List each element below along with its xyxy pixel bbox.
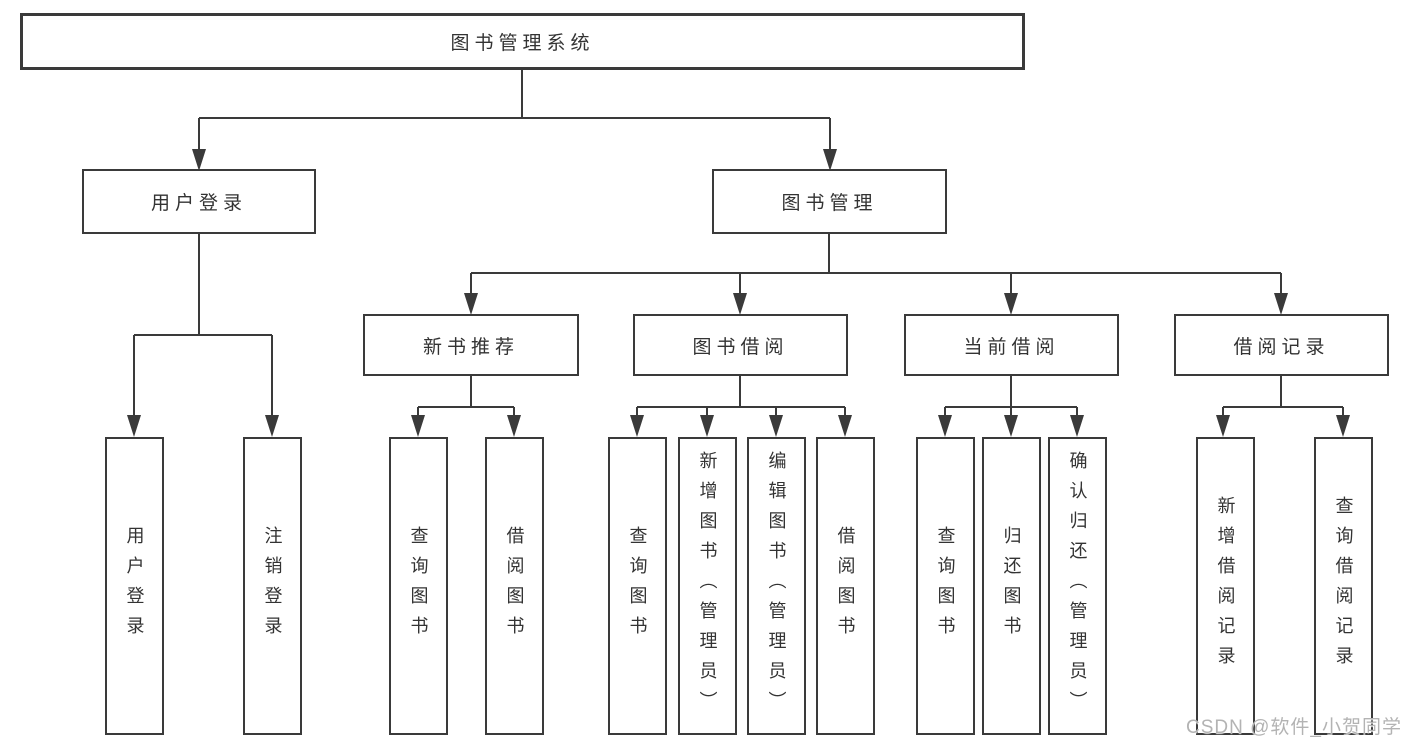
tree-edges [133, 69, 1344, 417]
leaf-recommend-borrow-books: 借阅图书 [485, 437, 544, 735]
leaf-borrowing-edit-book-admin-label: 编辑图书（管理员） [766, 451, 787, 721]
leaf-recommend-query-books: 查询图书 [389, 437, 448, 735]
leaf-recommend-query-books-label: 查询图书 [408, 526, 429, 646]
leaf-borrowing-borrow-books-label: 借阅图书 [835, 526, 856, 646]
node-user-login: 用户登录 [82, 169, 316, 234]
leaf-borrowing-borrow-books: 借阅图书 [816, 437, 875, 735]
leaf-records-add-borrow-record-label: 新增借阅记录 [1215, 496, 1236, 676]
leaf-logout-login-label: 注销登录 [262, 526, 283, 646]
leaf-current-confirm-return-admin: 确认归还（管理员） [1048, 437, 1107, 735]
leaf-current-confirm-return-admin-label: 确认归还（管理员） [1067, 451, 1088, 721]
arrowheads [127, 149, 1350, 437]
node-book-borrowing: 图书借阅 [633, 314, 848, 376]
leaf-borrowing-add-book-admin-label: 新增图书（管理员） [697, 451, 718, 721]
leaf-borrowing-edit-book-admin: 编辑图书（管理员） [747, 437, 806, 735]
leaf-borrowing-query-books: 查询图书 [608, 437, 667, 735]
leaf-user-login: 用户登录 [105, 437, 164, 735]
leaf-borrowing-query-books-label: 查询图书 [627, 526, 648, 646]
node-book-management: 图书管理 [712, 169, 947, 234]
node-borrowing-records: 借阅记录 [1174, 314, 1389, 376]
csdn-watermark: CSDN @软件_小贺同学 [1186, 717, 1402, 738]
leaf-records-add-borrow-record: 新增借阅记录 [1196, 437, 1255, 735]
leaf-logout-login: 注销登录 [243, 437, 302, 735]
leaf-borrowing-add-book-admin: 新增图书（管理员） [678, 437, 737, 735]
leaf-recommend-borrow-books-label: 借阅图书 [504, 526, 525, 646]
leaf-current-query-books: 查询图书 [916, 437, 975, 735]
leaf-current-query-books-label: 查询图书 [935, 526, 956, 646]
node-library-system: 图书管理系统 [20, 13, 1025, 70]
leaf-current-return-book-label: 归还图书 [1001, 526, 1022, 646]
leaf-current-return-book: 归还图书 [982, 437, 1041, 735]
leaf-user-login-label: 用户登录 [124, 526, 145, 646]
node-new-book-recommend: 新书推荐 [363, 314, 579, 376]
leaf-records-query-borrow-record: 查询借阅记录 [1314, 437, 1373, 735]
node-current-borrowing: 当前借阅 [904, 314, 1119, 376]
leaf-records-query-borrow-record-label: 查询借阅记录 [1333, 496, 1354, 676]
